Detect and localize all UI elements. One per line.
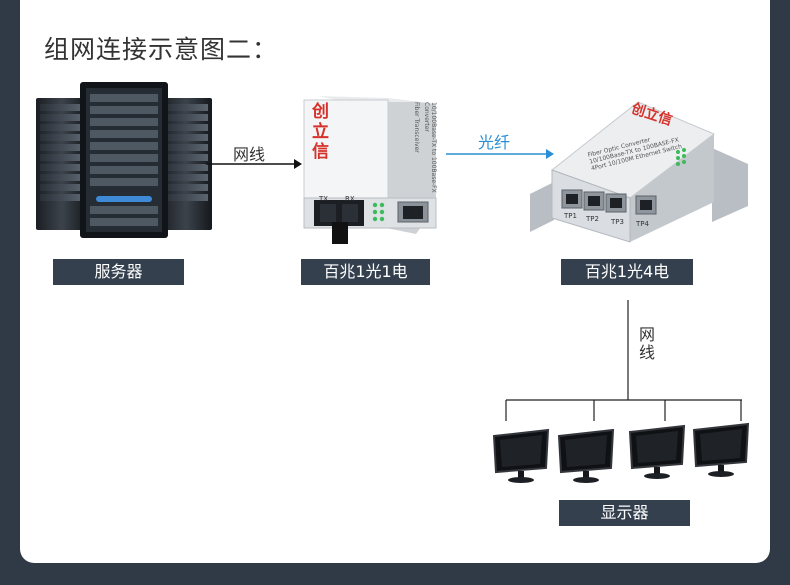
monitor-1	[490, 428, 552, 484]
page-title: 组网连接示意图二：	[44, 35, 279, 64]
monitor-3	[626, 424, 688, 480]
converter4-port-tp2: TP2	[586, 215, 599, 223]
converter1-port-rx: RX	[345, 195, 355, 203]
monitor-4	[690, 422, 752, 478]
cable-label-2-line1: 网	[639, 325, 656, 344]
converter4-port-tp1: TP1	[564, 212, 577, 220]
converter4-port-tp3: TP3	[611, 218, 624, 226]
converter1-label: 百兆1光1电	[301, 259, 430, 285]
cable-arrow-1	[206, 158, 302, 170]
server-image	[34, 78, 214, 240]
fiber-arrow	[446, 148, 554, 160]
diagram-card: 组网连接示意图二：	[20, 0, 770, 563]
cable-label-2-line2: 线	[639, 343, 656, 362]
converter1-image	[298, 94, 438, 252]
converter1-brand: 创立信	[312, 102, 329, 162]
converter4-port-tp4: TP4	[636, 220, 649, 228]
converter1-spec-text: 10/100Base-TX to 100Base-FX Converter	[423, 102, 437, 193]
converter4-image	[526, 94, 750, 250]
converter4-label: 百兆1光4电	[561, 259, 693, 285]
fiber-label: 光纤	[478, 133, 511, 152]
cable-label-1: 网线	[233, 145, 266, 164]
converter1-side-text: Fiber Transceiver	[413, 102, 420, 153]
converter1-port-tx: TX	[319, 195, 329, 203]
monitor-2	[555, 428, 617, 484]
server-label: 服务器	[53, 259, 184, 285]
cable-tree	[504, 300, 744, 422]
monitors-label: 显示器	[559, 500, 690, 526]
